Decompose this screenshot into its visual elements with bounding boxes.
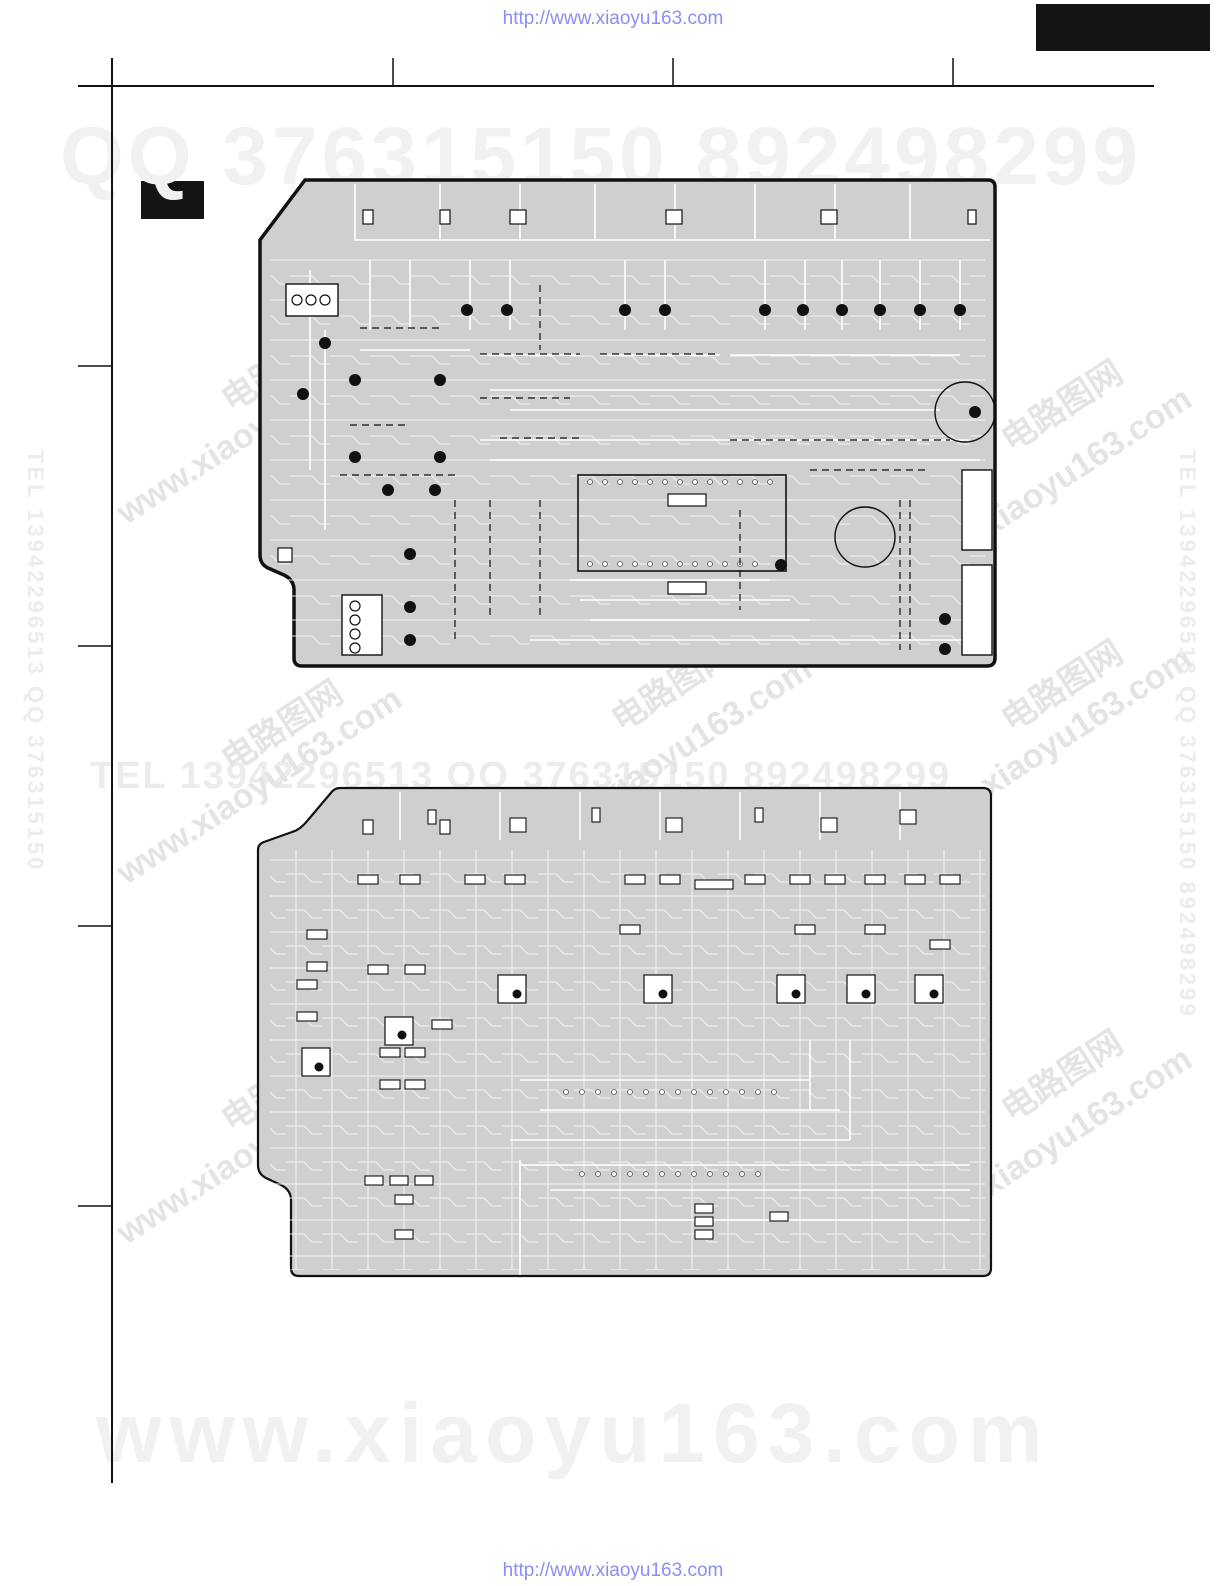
section-tab <box>141 181 204 219</box>
page-corner-tab <box>1036 4 1210 51</box>
pcb-foil-side <box>256 786 993 1278</box>
watermark-www: www.xiaoyu163.com <box>96 1386 1051 1480</box>
pcb-component-side <box>258 178 997 668</box>
source-url-top[interactable]: http://www.xiaoyu163.com <box>502 8 724 29</box>
source-url-bottom[interactable]: http://www.xiaoyu163.com <box>502 1560 724 1581</box>
